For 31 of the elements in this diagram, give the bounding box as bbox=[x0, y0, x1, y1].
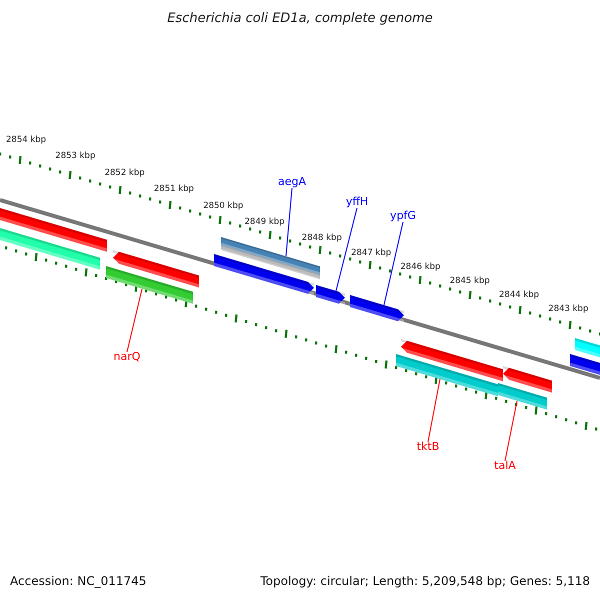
leader-line bbox=[384, 222, 404, 306]
gene-label: talA bbox=[494, 460, 516, 471]
scale-label: 2843 kbp bbox=[548, 304, 588, 314]
leader-line bbox=[336, 208, 358, 292]
scale-label: 2854 kbp bbox=[6, 136, 46, 144]
scale-label: 2845 kbp bbox=[450, 276, 490, 286]
gene-feature bbox=[396, 354, 498, 396]
gene-label: yffH bbox=[346, 196, 368, 207]
gene-feature bbox=[498, 383, 547, 410]
scale-label: 2850 kbp bbox=[203, 202, 244, 210]
leader-line bbox=[428, 378, 440, 442]
gene-label: narQ bbox=[114, 351, 140, 362]
leader-line bbox=[126, 288, 142, 352]
title: Escherichia coli ED1a, complete genome bbox=[167, 12, 433, 25]
gene-feature bbox=[350, 295, 404, 323]
gene-label: aegA bbox=[278, 176, 306, 187]
scale-label: 2853 kbp bbox=[55, 152, 96, 161]
gene-label: ypfG bbox=[390, 210, 416, 221]
scale-label: 2848 kbp bbox=[302, 234, 342, 243]
scale-label: 2847 kbp bbox=[351, 248, 392, 257]
gene-feature bbox=[106, 266, 193, 304]
scale-label: 2846 kbp bbox=[400, 262, 440, 272]
gene-label: tktB bbox=[416, 441, 440, 452]
accession-text: Accession: NC_011745 bbox=[10, 575, 146, 587]
scale-label: 2844 kbp bbox=[499, 290, 540, 300]
gene-feature bbox=[316, 285, 345, 306]
leader-line bbox=[504, 400, 518, 462]
genome-summary-text: Topology: circular; Length: 5,209,548 bp; Genes: 5,118 bbox=[260, 575, 590, 587]
scale-label: 2849 kbp bbox=[244, 218, 285, 226]
scale-label: 2851 kbp bbox=[154, 185, 194, 194]
scale-label: 2852 kbp bbox=[104, 168, 145, 178]
